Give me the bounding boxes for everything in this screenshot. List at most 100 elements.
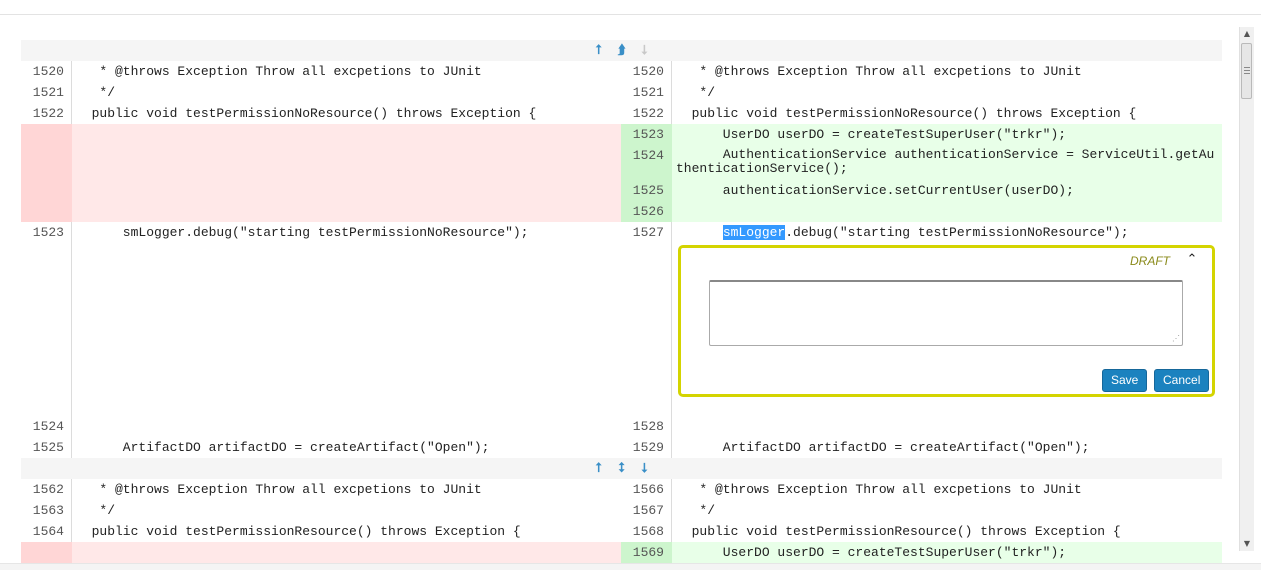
- expand-down-icon[interactable]: ⭣: [641, 461, 648, 476]
- diff-row: 1524 1528: [21, 416, 1222, 437]
- hunk-expander-bar: ⭡ ⮭ ⭣: [21, 40, 1222, 61]
- diff-row: 1563 */1567 */: [21, 500, 1222, 521]
- line-number: 1520: [21, 61, 72, 82]
- chevron-up-icon[interactable]: ⌃: [1186, 252, 1198, 267]
- line-number: 1524: [621, 145, 672, 180]
- scroll-up-icon[interactable]: ▲: [1243, 29, 1251, 38]
- left-line-context: 1523 smLogger.debug("starting testPermis…: [21, 222, 621, 243]
- line-number: 1524: [21, 416, 72, 437]
- code-line: public void testPermissionNoResource() t…: [76, 106, 537, 121]
- code-line: ArtifactDO artifactDO = createArtifact("…: [76, 440, 490, 455]
- vertical-scrollbar[interactable]: ▲ ▼: [1239, 27, 1254, 551]
- diff-row: 1522 public void testPermissionNoResourc…: [21, 103, 1222, 124]
- left-line-context: 1562 * @throws Exception Throw all excpe…: [21, 479, 621, 500]
- line-number: 1564: [21, 521, 72, 542]
- resize-grip-icon[interactable]: ⋰: [1172, 334, 1180, 343]
- code-line: smLogger.debug("starting testPermissionN…: [76, 225, 529, 240]
- line-number: 1528: [621, 416, 672, 437]
- code-line: public void testPermissionNoResource() t…: [676, 106, 1137, 121]
- code-line: authenticationService.setCurrentUser(use…: [676, 183, 1074, 198]
- diff-row: 1562 * @throws Exception Throw all excpe…: [21, 479, 1222, 500]
- line-number: 1521: [621, 82, 672, 103]
- line-number: 1520: [621, 61, 672, 82]
- cancel-button[interactable]: Cancel: [1154, 369, 1210, 392]
- right-line-context: 1567 */: [621, 500, 1222, 521]
- expand-down-icon: ⭣: [641, 43, 648, 58]
- bottom-divider: [0, 563, 1261, 570]
- right-line-added: 1524 AuthenticationService authenticatio…: [621, 145, 1222, 180]
- diff-row: 1520 * @throws Exception Throw all excpe…: [21, 61, 1222, 82]
- scroll-thumb[interactable]: [1241, 43, 1252, 99]
- line-number: 1567: [621, 500, 672, 521]
- line-number: 1523: [621, 124, 672, 145]
- code-line: [672, 201, 1222, 222]
- line-number: 1522: [621, 103, 672, 124]
- save-button[interactable]: Save: [1102, 369, 1148, 392]
- code-line: smLogger.debug("starting testPermissionN…: [672, 222, 1222, 243]
- right-line-context: 1527 smLogger.debug("starting testPermis…: [621, 222, 1222, 243]
- side-by-side-diff: ⭡ ⮭ ⭣ 1520 * @throws Exception Throw all ex…: [21, 40, 1222, 563]
- line-number: 1562: [21, 479, 72, 500]
- diff-row: 1525 ArtifactDO artifactDO = createArtif…: [21, 437, 1222, 458]
- right-line-added: 1523 UserDO userDO = createTestSuperUser…: [621, 124, 1222, 145]
- line-number: 1523: [21, 222, 72, 243]
- expand-up-icon[interactable]: ⭡: [595, 461, 602, 476]
- scroll-down-icon[interactable]: ▼: [1243, 539, 1251, 548]
- left-line-context: 1520 * @throws Exception Throw all excpe…: [21, 61, 621, 82]
- code-text: [676, 225, 723, 240]
- left-line-removed: [21, 201, 621, 222]
- draft-status: DRAFT: [1130, 254, 1170, 268]
- code-line: public void testPermissionResource() thr…: [676, 524, 1121, 539]
- expand-up-icon[interactable]: ⭡: [595, 43, 602, 58]
- line-number: 1522: [21, 103, 72, 124]
- right-line-added: 1569 UserDO userDO = createTestSuperUser…: [621, 542, 1222, 563]
- diff-row: 1524 AuthenticationService authenticatio…: [21, 145, 1222, 180]
- right-line-context: 1529 ArtifactDO artifactDO = createArtif…: [621, 437, 1222, 458]
- left-line-removed: [21, 145, 621, 180]
- diff-row: 1523 UserDO userDO = createTestSuperUser…: [21, 124, 1222, 145]
- comment-editor: DRAFT ⌃ ⋰ Save Cancel: [678, 245, 1215, 397]
- diff-row: 1526: [21, 201, 1222, 222]
- code-text: .debug("starting testPermissionNoResourc…: [785, 225, 1129, 240]
- right-line-context: 1568 public void testPermissionResource(…: [621, 521, 1222, 542]
- line-number: [21, 124, 72, 145]
- right-line-context: 1528: [621, 416, 1222, 437]
- expander-arrows: ⭡ ⮭ ⭣: [591, 43, 652, 58]
- expand-both-icon[interactable]: ⭥: [617, 461, 626, 476]
- line-number: 1563: [21, 500, 72, 521]
- code-line: ArtifactDO artifactDO = createArtifact("…: [676, 440, 1090, 455]
- left-line-context: 1563 */: [21, 500, 621, 521]
- code-line: AuthenticationService authenticationServ…: [676, 147, 1215, 176]
- line-number: 1521: [21, 82, 72, 103]
- right-gutter: DRAFT ⌃ ⋰ Save Cancel: [621, 243, 1222, 416]
- right-line-context: 1566 * @throws Exception Throw all excpe…: [621, 479, 1222, 500]
- left-line-context: 1524: [21, 416, 621, 437]
- line-number: [21, 180, 72, 201]
- diff-row: 1523 smLogger.debug("starting testPermis…: [21, 222, 1222, 243]
- code-line: */: [76, 85, 116, 100]
- line-number: [21, 145, 72, 180]
- code-line: [672, 416, 1222, 437]
- expand-up-more-icon[interactable]: ⮭: [617, 43, 626, 58]
- line-number: 1566: [621, 479, 672, 500]
- code-line: * @throws Exception Throw all excpetions…: [676, 64, 1082, 79]
- comment-slot: DRAFT ⌃ ⋰ Save Cancel: [672, 243, 1222, 416]
- grip-icon: [1244, 67, 1250, 74]
- code-line: UserDO userDO = createTestSuperUser("trk…: [676, 127, 1067, 142]
- left-line-removed: [21, 124, 621, 145]
- right-line-context: 1521 */: [621, 82, 1222, 103]
- selected-token[interactable]: smLogger: [722, 225, 786, 240]
- code-line: public void testPermissionResource() thr…: [76, 524, 521, 539]
- line-number: 1569: [621, 542, 672, 563]
- line-number: 1525: [21, 437, 72, 458]
- code-line: [72, 145, 621, 180]
- hunk-expander-bar: ⭡ ⭥ ⭣: [21, 458, 1222, 479]
- code-line: * @throws Exception Throw all excpetions…: [676, 482, 1082, 497]
- right-line-added: 1525 authenticationService.setCurrentUse…: [621, 180, 1222, 201]
- code-line: * @throws Exception Throw all excpetions…: [76, 482, 482, 497]
- left-line-removed: [21, 180, 621, 201]
- line-number-gutter: [21, 243, 72, 416]
- comment-textarea[interactable]: ⋰: [709, 280, 1183, 346]
- line-number: [21, 201, 72, 222]
- code-line: UserDO userDO = createTestSuperUser("trk…: [676, 545, 1067, 560]
